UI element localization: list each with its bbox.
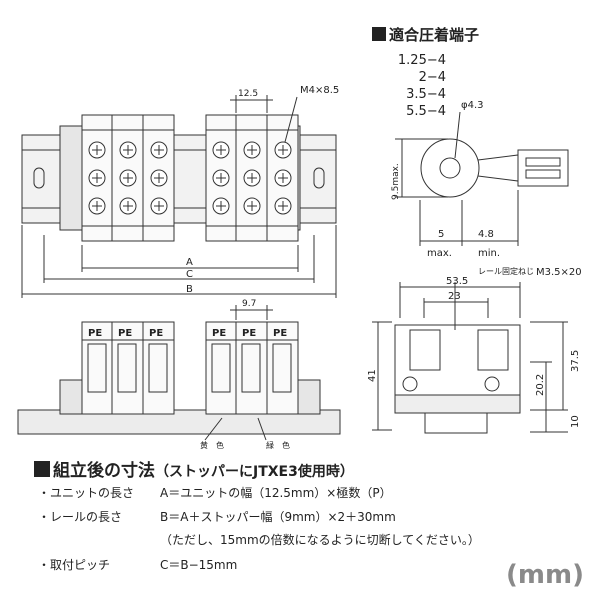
pitch-label: 12.5 bbox=[238, 89, 258, 99]
screw-slot-icon bbox=[278, 173, 288, 183]
screw-slot-icon bbox=[216, 201, 226, 211]
screw-slot-icon bbox=[154, 173, 164, 183]
lug-dim2-note: min. bbox=[478, 248, 500, 259]
terminal-section-title: 適合圧着端子 bbox=[372, 24, 479, 45]
yellow-color-label: 黄 色 bbox=[200, 440, 224, 450]
terminal-size: 2−4 bbox=[418, 70, 446, 85]
side-height-upper: 37.5 bbox=[570, 350, 581, 372]
dim-b-label: B bbox=[186, 284, 193, 295]
dim-c-label: C bbox=[186, 269, 193, 280]
assembly-title: 組立後の寸法（ストッパーにJTXE3使用時） bbox=[34, 456, 354, 481]
formula-text: A＝ユニットの幅（12.5mm）×極数（P） bbox=[160, 486, 392, 500]
rail-screw-size: M3.5×20 bbox=[536, 267, 582, 278]
formula-note: （ただし、15mmの倍数になるように切断してください。） bbox=[160, 533, 480, 547]
pe-mark-4: PE bbox=[212, 328, 226, 339]
side-height-total: 41 bbox=[367, 369, 378, 382]
side-width-inner: 23 bbox=[448, 291, 461, 302]
formula-label: ・レールの長さ bbox=[38, 510, 123, 524]
formula-row: ・取付ピッチ C＝B−15mm bbox=[38, 556, 237, 573]
pe-mark-1: PE bbox=[88, 328, 102, 339]
screw-heads bbox=[88, 141, 292, 215]
screw-slot-icon bbox=[123, 145, 133, 155]
screw-slot-icon bbox=[247, 201, 257, 211]
lug-dim1-label: 5 bbox=[438, 229, 444, 240]
screw-slot-icon bbox=[216, 173, 226, 183]
terminal-size: 5.5−4 bbox=[406, 104, 446, 119]
terminal-size: 1.25−4 bbox=[397, 53, 446, 68]
side-height-mid: 20.2 bbox=[535, 374, 546, 396]
screw-slot-icon bbox=[123, 201, 133, 211]
side-width-overall: 53.5 bbox=[446, 276, 468, 287]
screw-slot-icon bbox=[92, 201, 102, 211]
screw-slot-icon bbox=[278, 201, 288, 211]
pe-mark-2: PE bbox=[118, 328, 132, 339]
screw-slot-icon bbox=[154, 201, 164, 211]
screw-slot-icon bbox=[278, 145, 288, 155]
square-bullet-icon bbox=[372, 27, 386, 41]
screw-slot-icon bbox=[247, 145, 257, 155]
terminal-sizes: 1.25−4 2−4 3.5−4 5.5−4 bbox=[370, 52, 446, 120]
screw-size-label: M4×8.5 bbox=[300, 85, 339, 96]
lug-dim1-note: max. bbox=[427, 248, 452, 259]
pe-mark-5: PE bbox=[242, 328, 256, 339]
terminal-size: 3.5−4 bbox=[406, 87, 446, 102]
lug-dim2-label: 4.8 bbox=[478, 229, 494, 240]
dim-a-label: A bbox=[186, 257, 193, 268]
green-color-label: 緑 色 bbox=[266, 440, 290, 450]
formula-text: C＝B−15mm bbox=[160, 558, 238, 572]
unit-label: (mm) bbox=[506, 560, 584, 590]
lug-height-label: 9.5max. bbox=[391, 163, 401, 200]
screw-slot-icon bbox=[216, 145, 226, 155]
screw-slot-icon bbox=[92, 173, 102, 183]
screw-slot-icon bbox=[154, 145, 164, 155]
formula-row: ・ユニットの長さ A＝ユニットの幅（12.5mm）×極数（P） bbox=[38, 484, 392, 501]
side-rail-height: 10 bbox=[570, 415, 581, 428]
hole-diameter-label: φ4.3 bbox=[461, 100, 484, 111]
screw-slot-icon bbox=[123, 173, 133, 183]
front-pitch-label: 9.7 bbox=[242, 299, 256, 309]
formula-label: ・取付ピッチ bbox=[38, 558, 111, 572]
screw-slot-icon bbox=[92, 145, 102, 155]
formula-note-row: （ただし、15mmの倍数になるように切断してください。） bbox=[38, 531, 480, 548]
formula-label: ・ユニットの長さ bbox=[38, 486, 135, 500]
assembly-subtitle: （ストッパーにJTXE3使用時） bbox=[155, 464, 354, 480]
formula-text: B＝A＋ストッパー幅（9mm）×2＋30mm bbox=[160, 510, 396, 524]
assembly-title-text: 組立後の寸法 bbox=[53, 461, 155, 481]
formula-row: ・レールの長さ B＝A＋ストッパー幅（9mm）×2＋30mm bbox=[38, 508, 396, 525]
pe-mark-6: PE bbox=[273, 328, 287, 339]
rail-screw-note: レール固定ねじ bbox=[478, 266, 534, 276]
screw-slot-icon bbox=[247, 173, 257, 183]
square-bullet-icon bbox=[34, 461, 50, 477]
terminal-title-text: 適合圧着端子 bbox=[389, 26, 480, 44]
pe-mark-3: PE bbox=[149, 328, 163, 339]
